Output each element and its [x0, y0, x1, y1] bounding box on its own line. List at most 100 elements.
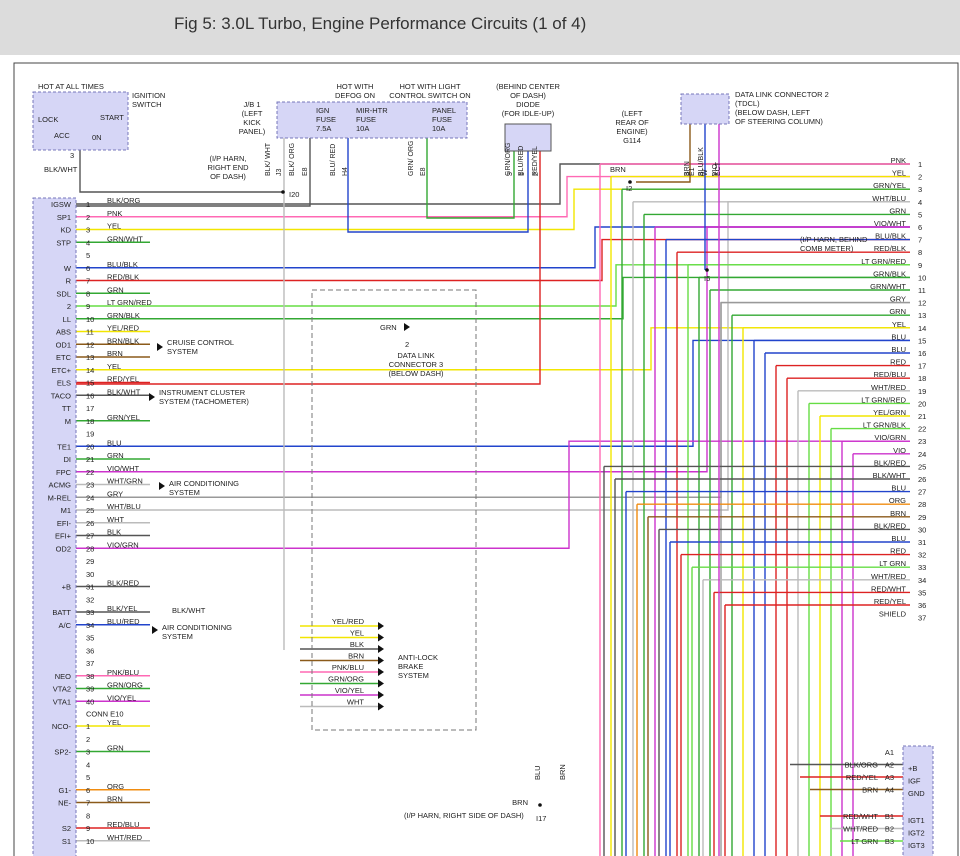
ecm-pin-name: BATT	[52, 608, 71, 617]
abs-wire-label: BRN	[348, 652, 364, 661]
acc-label: ACC	[54, 131, 70, 140]
ecm-wire-label: GRN	[107, 285, 124, 294]
figure-title: Fig 5: 3.0L Turbo, Engine Performance Ci…	[174, 14, 587, 33]
top-wire-label: BLU/ RED	[330, 144, 337, 176]
cruise-arrow-icon	[157, 343, 163, 351]
igniter-terminal-label: IGT3	[908, 841, 925, 850]
instrument-cluster-label: INSTRUMENT CLUSTER	[159, 388, 246, 397]
ecm-pin-name: ETC+	[52, 366, 72, 375]
splice-dot	[705, 268, 709, 272]
junction-block-1	[276, 101, 468, 139]
right-pin-number: 10	[918, 273, 926, 282]
abs-arrow-icon	[378, 679, 384, 688]
ecm-pin-name: FPC	[56, 468, 72, 477]
cruise-control-label: SYSTEM	[167, 347, 198, 356]
ecm-pin-name: NCO-	[52, 722, 72, 731]
ecm-pin-name: DI	[64, 455, 72, 464]
right-pin-number: 7	[918, 236, 922, 245]
ecm-pin-name: A/C	[58, 621, 71, 630]
ecm-wire-label: VIO/YEL	[107, 693, 136, 702]
ecm-wire-label: WHT	[107, 515, 124, 524]
idle-up-diode	[504, 123, 552, 152]
hot-light-label: HOT WITH LIGHT	[399, 82, 461, 91]
abs-arrow-icon	[378, 645, 384, 653]
igniter-wire-label: RED/YEL	[846, 773, 878, 782]
ecm-pin-number: 18	[86, 417, 94, 426]
ecm-wire-label: BLU/RED	[107, 617, 140, 626]
ecm-pin-number: 5	[86, 773, 90, 782]
top-wire-label: BRN	[684, 161, 691, 176]
ecm-to-harness-wire	[76, 188, 910, 231]
ecm-pin-number: 34	[86, 621, 94, 630]
dlc2-label: OF STEERING COLUMN)	[735, 117, 823, 126]
ecm-pin-number: 31	[86, 583, 94, 592]
abs-arrow-icon	[378, 633, 384, 642]
ecm-pin-name: W	[64, 264, 72, 273]
ecm-pin-name: OD1	[56, 340, 71, 349]
wire-layer	[76, 124, 910, 856]
top-wire-label: E8	[302, 167, 309, 176]
right-wire-label: GRN/WHT	[870, 282, 906, 291]
top-wire-label: W	[702, 169, 709, 176]
ecm-wire-label: GRY	[107, 489, 123, 498]
right-wire-label: BRN	[890, 509, 906, 518]
ecm-pin-name: R	[66, 277, 72, 286]
ac-system-label-2: AIR CONDITIONING	[162, 623, 232, 632]
top-wire-label: GRN/ ORG	[408, 141, 415, 176]
igniter-pin-number: A3	[885, 773, 894, 782]
panel-fuse-label: PANEL	[432, 106, 456, 115]
right-pin-number: 9	[918, 261, 922, 270]
ecm-pin-number: 24	[86, 493, 94, 502]
ecm-wire-label: GRN	[107, 451, 124, 460]
right-wire-label: GRN/BLK	[873, 269, 906, 278]
right-wire-label: BLU	[891, 345, 906, 354]
ecm-wire-label: BRN/BLK	[107, 336, 139, 345]
ecm-pin-name: VTA1	[53, 697, 71, 706]
ecm-pin-number: 26	[86, 519, 94, 528]
ecm-pin-number: 3	[86, 748, 90, 757]
mir-fuse-label: 10A	[356, 124, 369, 133]
ecm-pin-number: 37	[86, 659, 94, 668]
ecm-pin-name: NE-	[58, 799, 71, 808]
right-pin-number: 32	[918, 551, 926, 560]
right-pin-number: 17	[918, 362, 926, 371]
igniter-pin-number: A1	[885, 748, 894, 757]
hot-defog-label: HOT WITH	[337, 82, 374, 91]
ecm-to-harness-wire	[76, 264, 910, 307]
diagram-frame	[13, 62, 959, 856]
shield-label: SHIELD	[879, 610, 907, 619]
splice-i20-label: I20	[289, 190, 299, 199]
igniter-pin-number: B2	[885, 825, 894, 834]
right-wire-label: RED/YEL	[874, 597, 906, 606]
top-wire-label: 2	[533, 172, 540, 176]
ecm-pin-name: TACO	[51, 391, 71, 400]
ecm-pin-number: 25	[86, 506, 94, 515]
jb1-label: (LEFT	[242, 109, 263, 118]
ecm-pin-number: 10	[86, 315, 94, 324]
ecm-pin-number: 1	[86, 200, 90, 209]
right-pin-number: 1	[918, 160, 922, 169]
right-wire-label: WHT/RED	[871, 383, 907, 392]
right-pin-number: 6	[918, 223, 922, 232]
ip-harn-right-end-label: OF DASH)	[210, 172, 246, 181]
right-pin-number: 15	[918, 336, 926, 345]
right-pin-number: 12	[918, 299, 926, 308]
right-wire-label: BLU	[891, 332, 906, 341]
igniter-module	[902, 745, 934, 856]
grn-label: GRN	[380, 323, 397, 332]
ecm-to-harness-wire	[76, 327, 910, 371]
splice-i5-label: I5	[704, 274, 710, 283]
ecm-pin-number: 28	[86, 544, 94, 553]
ecm-pin-number: 40	[86, 697, 94, 706]
ecm-pin-number: 6	[86, 264, 90, 273]
ecm-pin-name: S1	[62, 837, 71, 846]
mir-fuse-label: MIR-HTR	[356, 106, 388, 115]
igniter-wire-label: BLK/ORG	[845, 761, 879, 770]
ecm-wire-label: WHT/RED	[107, 833, 143, 842]
connector-e10-label: CONN E10	[86, 709, 124, 718]
ecm-pin-name: S2	[62, 824, 71, 833]
ignition-switch-label: IGNITION	[132, 91, 165, 100]
ip-harn-right-side-label: (I/P HARN, RIGHT SIDE OF DASH)	[404, 811, 524, 820]
abs-wire-label: VIO/YEL	[335, 686, 364, 695]
